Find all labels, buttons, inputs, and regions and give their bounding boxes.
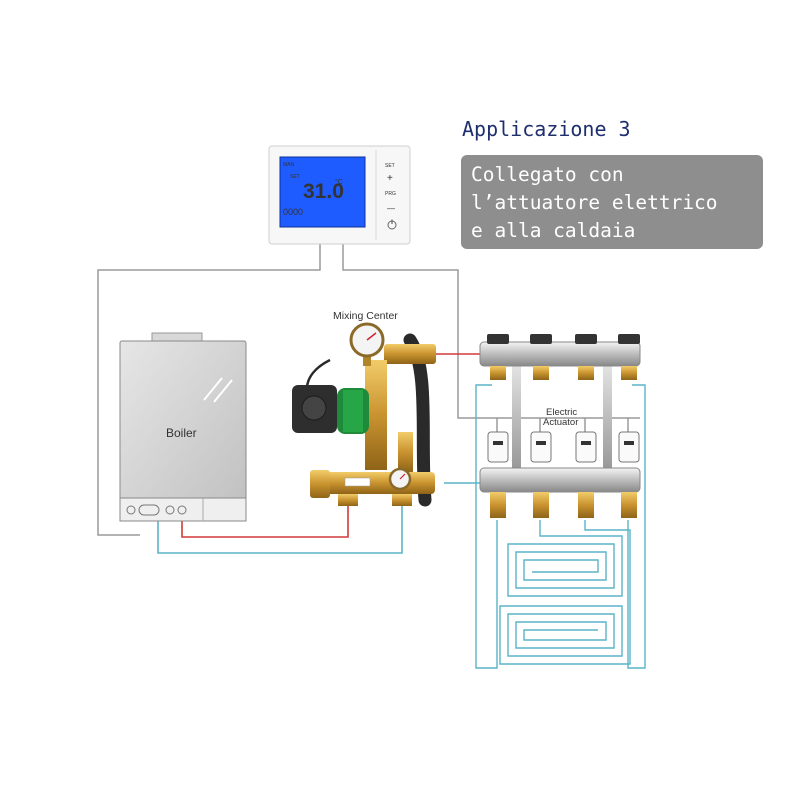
circulation-pump — [292, 385, 369, 434]
return-manifold-bar — [479, 467, 641, 518]
loop-outer-right — [627, 384, 646, 669]
lcd-clock: 0000 — [283, 207, 303, 217]
actuator-1 — [487, 431, 509, 463]
set-button[interactable]: SET — [385, 163, 395, 169]
boiler-label: Boiler — [166, 426, 197, 440]
boiler-pipes — [157, 353, 482, 554]
mixing-center: Mixing Center — [292, 310, 436, 507]
lcd-mode: MAN — [283, 162, 295, 168]
actuator-3 — [575, 431, 597, 463]
supply-manifold-bar — [479, 334, 641, 380]
lcd-set: SET — [290, 174, 300, 180]
pressure-gauge — [349, 322, 385, 366]
actuator-2 — [530, 431, 552, 463]
prog-button[interactable]: PRG — [385, 191, 396, 197]
wire-thermostat-actuator — [342, 244, 490, 419]
description-line-3: e alla caldaia — [471, 219, 636, 242]
electric-actuator-label-2: Actuator — [543, 417, 578, 428]
thermostat-lcd — [279, 156, 366, 228]
manifold: Electric Actuator — [479, 334, 641, 518]
thermostat: MAN SET 31.0 °C 0000 SET + PRG — — [268, 145, 411, 245]
return-pipe-boiler — [157, 502, 403, 554]
electric-actuator-label-1: Electric — [546, 407, 577, 418]
loop-outer-left — [475, 384, 498, 669]
serpentine-lower — [499, 520, 631, 665]
serpentine-upper — [507, 520, 623, 597]
description-line-2: l’attuatore elettrico — [471, 191, 718, 214]
floor-heating-loops — [475, 384, 646, 669]
page-title: Applicazione 3 — [462, 117, 631, 141]
electric-actuators — [487, 431, 640, 463]
lcd-temperature: 31.0 — [303, 180, 344, 203]
temperature-gauge — [388, 467, 412, 491]
mixing-center-label: Mixing Center — [333, 310, 398, 322]
supply-pipe-boiler — [181, 502, 349, 538]
power-icon[interactable] — [387, 219, 397, 230]
actuator-4 — [618, 431, 640, 463]
description-callout: Collegato con l’attuatore elettrico e al… — [461, 155, 763, 249]
wire-thermostat-boiler — [97, 244, 321, 536]
minus-button[interactable]: — — [387, 204, 395, 213]
boiler: Boiler — [119, 332, 247, 522]
description-line-1: Collegato con — [471, 163, 624, 186]
plus-button[interactable]: + — [387, 173, 393, 184]
lcd-unit: °C — [335, 178, 343, 186]
